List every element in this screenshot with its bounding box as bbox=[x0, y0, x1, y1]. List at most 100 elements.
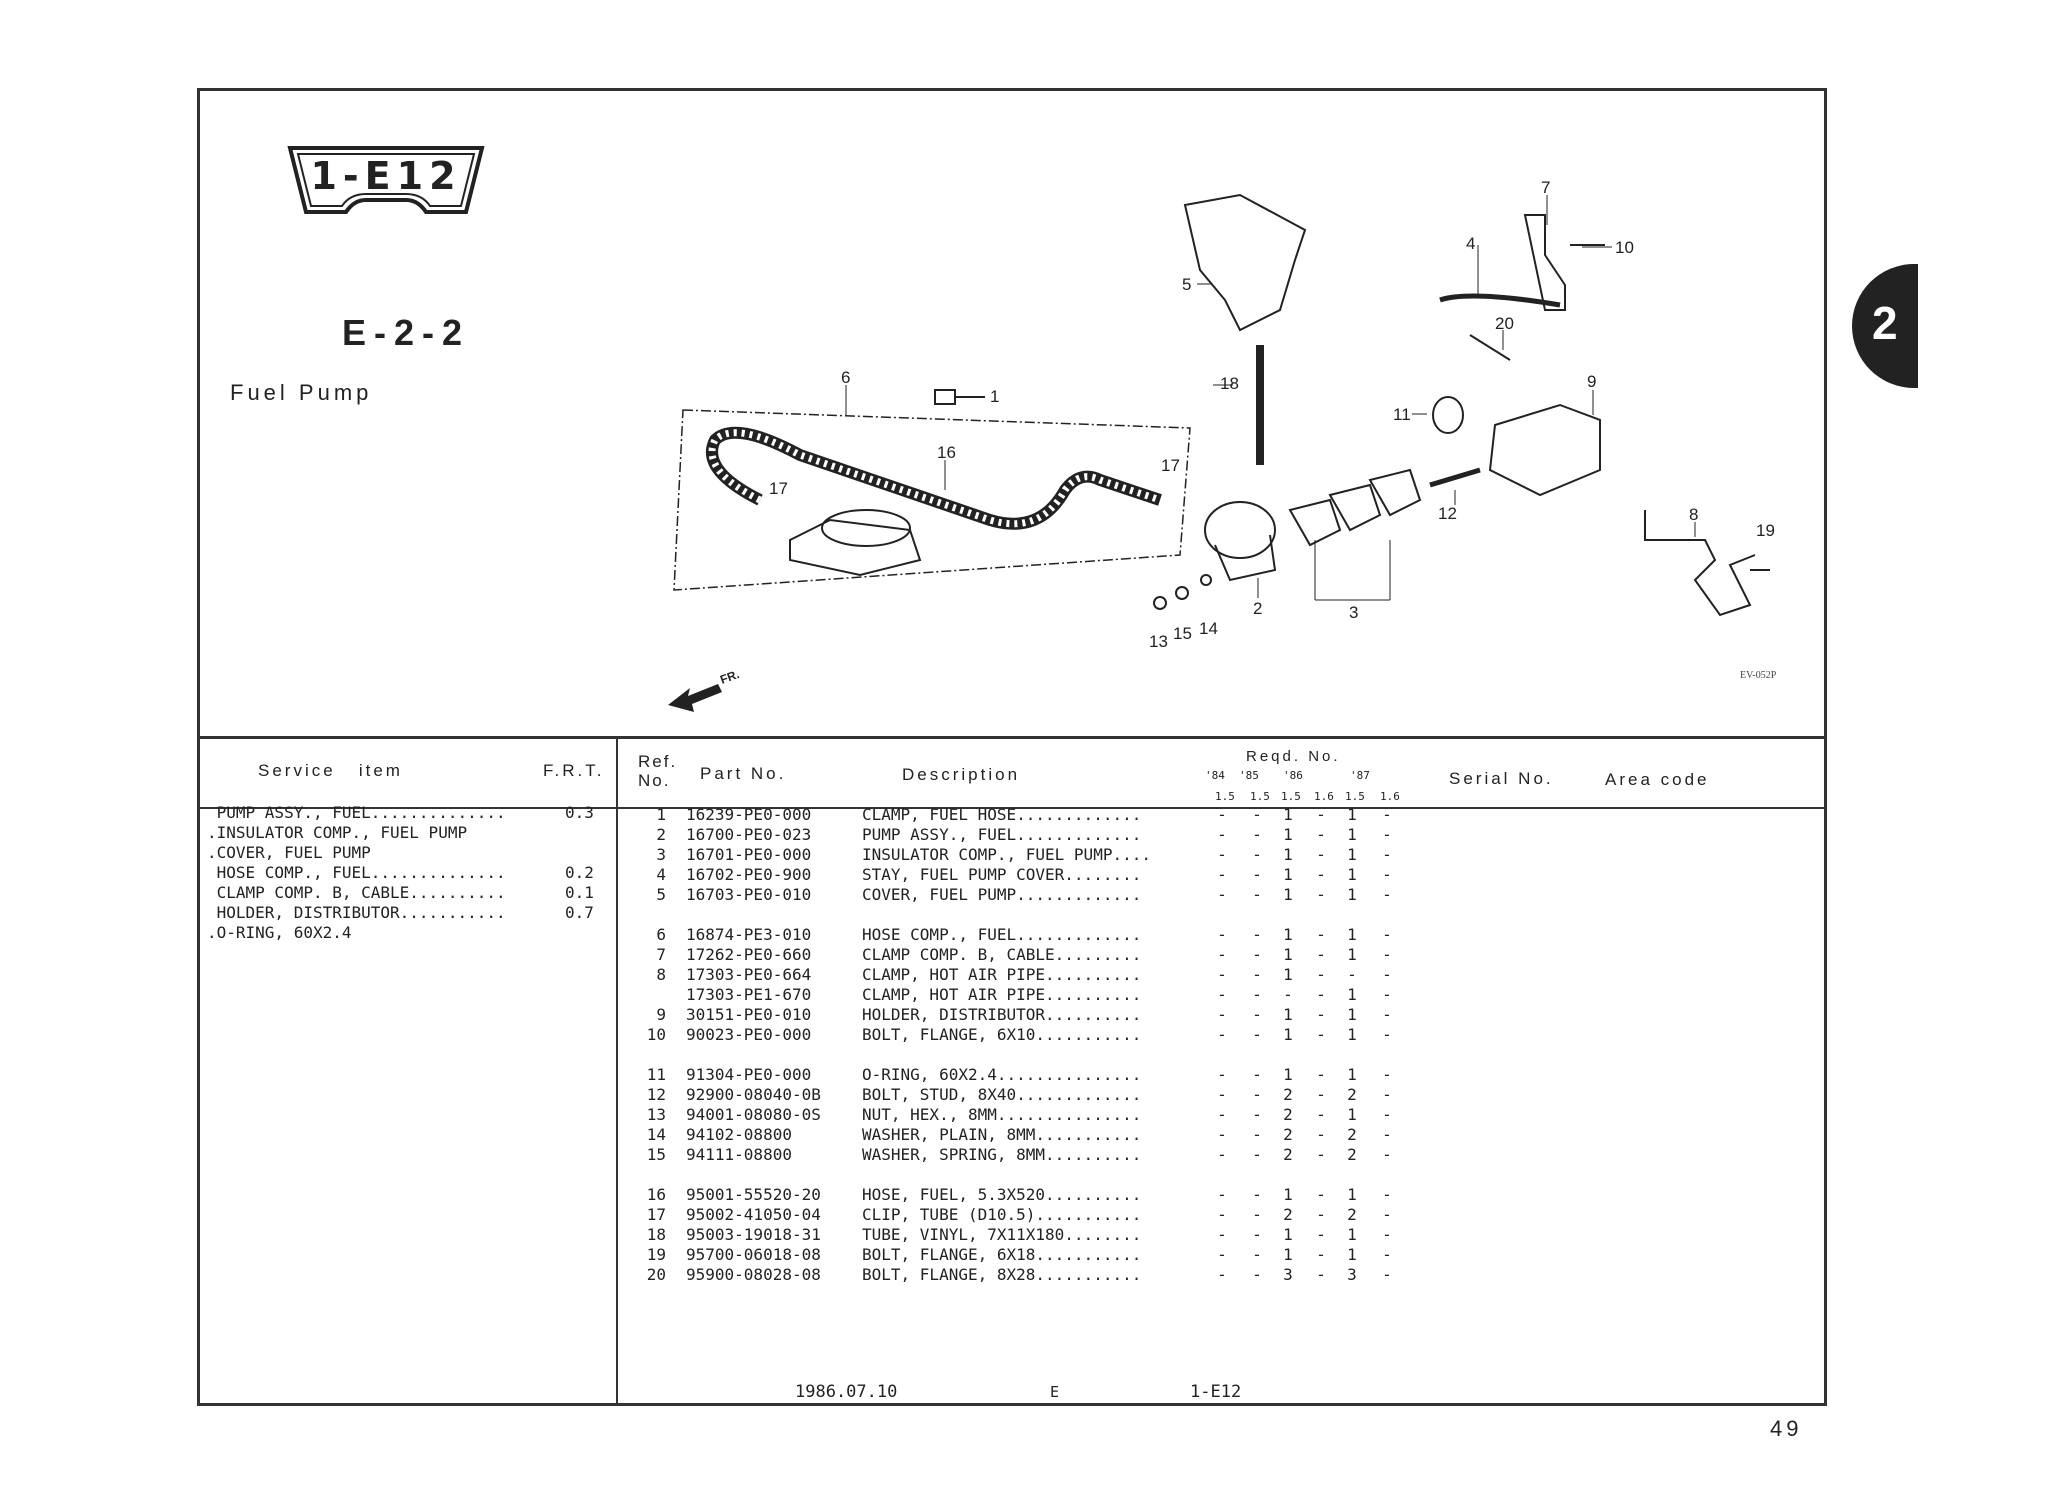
variant-4: 1.5 bbox=[1345, 790, 1365, 803]
ref-no: 8 bbox=[656, 965, 666, 984]
qty-cell: - bbox=[1252, 1085, 1262, 1104]
qty-cell: - bbox=[1217, 865, 1227, 884]
callout-11: 11 bbox=[1393, 405, 1411, 424]
qty-cell: - bbox=[1382, 1005, 1392, 1024]
ref-no: 20 bbox=[646, 1265, 666, 1284]
qty-cell: - bbox=[1316, 825, 1326, 844]
year-87: '87 bbox=[1350, 769, 1370, 782]
qty-cell: 3 bbox=[1347, 1265, 1357, 1284]
description: INSULATOR COMP., FUEL PUMP.... bbox=[862, 845, 1151, 864]
qty-cell: - bbox=[1252, 965, 1262, 984]
qty-cell: - bbox=[1217, 1225, 1227, 1244]
qty-cell: - bbox=[1217, 1105, 1227, 1124]
exploded-parts-diagram: 1 2 3 4 5 6 7 8 9 10 11 12 13 14 15 16 1… bbox=[668, 178, 1777, 712]
qty-cell: - bbox=[1382, 805, 1392, 824]
qty-cell: - bbox=[1316, 1065, 1326, 1084]
qty-cell: 1 bbox=[1283, 1005, 1293, 1024]
callout-13: 13 bbox=[1149, 632, 1168, 651]
ref-no: 7 bbox=[656, 945, 666, 964]
qty-cell: - bbox=[1347, 965, 1357, 984]
qty-cell: - bbox=[1217, 1205, 1227, 1224]
qty-cell: - bbox=[1316, 1005, 1326, 1024]
qty-cell: - bbox=[1316, 925, 1326, 944]
qty-cell: - bbox=[1252, 885, 1262, 904]
part-no: 95003-19018-31 bbox=[686, 1225, 821, 1244]
variant-5: 1.6 bbox=[1380, 790, 1400, 803]
qty-cell: - bbox=[1316, 805, 1326, 824]
qty-cell: 1 bbox=[1347, 825, 1357, 844]
part-no: 90023-PE0-000 bbox=[686, 1025, 812, 1044]
qty-cell: - bbox=[1283, 985, 1293, 1004]
qty-cell: - bbox=[1252, 1185, 1262, 1204]
qty-cell: - bbox=[1316, 1225, 1326, 1244]
qty-cell: - bbox=[1316, 1025, 1326, 1044]
ref-no: 14 bbox=[646, 1125, 666, 1144]
qty-cell: 2 bbox=[1347, 1205, 1357, 1224]
part-no: 16702-PE0-900 bbox=[686, 865, 812, 884]
qty-cell: - bbox=[1382, 1105, 1392, 1124]
qty-cell: - bbox=[1252, 845, 1262, 864]
qty-cell: - bbox=[1382, 985, 1392, 1004]
part-no: 92900-08040-0B bbox=[686, 1085, 821, 1104]
qty-cell: - bbox=[1382, 1125, 1392, 1144]
qty-cell: - bbox=[1252, 925, 1262, 944]
filter-housing bbox=[821, 509, 911, 547]
qty-cell: - bbox=[1382, 825, 1392, 844]
variant-0: 1.5 bbox=[1215, 790, 1235, 803]
description: STAY, FUEL PUMP COVER........ bbox=[862, 865, 1142, 884]
ref-no bbox=[640, 985, 666, 1005]
service-frt: 0.1 bbox=[565, 883, 594, 902]
qty-cell: - bbox=[1217, 1145, 1227, 1164]
callout-16: 16 bbox=[937, 443, 956, 462]
qty-cell: 1 bbox=[1347, 1105, 1357, 1124]
diagram-callouts: 1 2 3 4 5 6 7 8 9 10 11 12 13 14 15 16 1… bbox=[769, 178, 1775, 651]
table-header-divider bbox=[197, 807, 1827, 809]
qty-cell: - bbox=[1217, 1065, 1227, 1084]
service-item: HOSE COMP., FUEL.............. bbox=[207, 863, 506, 882]
callout-10: 10 bbox=[1615, 238, 1634, 257]
footer-ref: 1-E12 bbox=[1190, 1382, 1242, 1402]
qty-cell: 1 bbox=[1283, 885, 1293, 904]
callout-18: 18 bbox=[1220, 374, 1239, 393]
callout-12: 12 bbox=[1438, 504, 1457, 523]
qty-cell: - bbox=[1217, 1005, 1227, 1024]
qty-cell: 1 bbox=[1347, 1005, 1357, 1024]
qty-cell: - bbox=[1382, 925, 1392, 944]
description: COVER, FUEL PUMP............. bbox=[862, 885, 1142, 904]
area-code-header: Area code bbox=[1605, 770, 1710, 789]
ref-no: 2 bbox=[656, 825, 666, 844]
qty-cell: 2 bbox=[1283, 1085, 1293, 1104]
qty-cell: - bbox=[1382, 1265, 1392, 1284]
service-item: PUMP ASSY., FUEL.............. bbox=[207, 803, 506, 822]
qty-cell: - bbox=[1316, 1105, 1326, 1124]
ref-no: 4 bbox=[656, 865, 666, 884]
description: CLAMP, HOT AIR PIPE.......... bbox=[862, 985, 1142, 1004]
hose-clamp-part bbox=[934, 389, 985, 405]
fuel-pump bbox=[1204, 501, 1276, 559]
qty-cell: - bbox=[1217, 965, 1227, 984]
part-no: 16700-PE0-023 bbox=[686, 825, 812, 844]
qty-cell: - bbox=[1316, 885, 1326, 904]
qty-cell: - bbox=[1316, 1085, 1326, 1104]
hose-group-outline bbox=[673, 409, 1191, 591]
qty-cell: - bbox=[1316, 1205, 1326, 1224]
page-badge: 1-E12 bbox=[286, 144, 486, 216]
qty-cell: - bbox=[1217, 885, 1227, 904]
qty-cell: - bbox=[1382, 1185, 1392, 1204]
part-no: 17303-PE1-670 bbox=[686, 985, 812, 1004]
qty-cell: - bbox=[1382, 1145, 1392, 1164]
description: WASHER, SPRING, 8MM.......... bbox=[862, 1145, 1142, 1164]
description: BOLT, FLANGE, 6X18........... bbox=[862, 1245, 1142, 1264]
year-85: '85 bbox=[1239, 769, 1259, 782]
callout-2: 2 bbox=[1253, 599, 1262, 618]
badge-label: 1-E12 bbox=[310, 154, 462, 198]
qty-cell: 3 bbox=[1283, 1265, 1293, 1284]
ref-no: 10 bbox=[646, 1025, 666, 1044]
ref-no: 11 bbox=[646, 1065, 666, 1084]
variant-2: 1.5 bbox=[1281, 790, 1301, 803]
ref-no: 5 bbox=[656, 885, 666, 904]
service-frt: 0.2 bbox=[565, 863, 594, 882]
description: HOLDER, DISTRIBUTOR.......... bbox=[862, 1005, 1142, 1024]
frt-header: F.R.T. bbox=[543, 761, 605, 780]
part-no: 95700-06018-08 bbox=[686, 1245, 821, 1264]
